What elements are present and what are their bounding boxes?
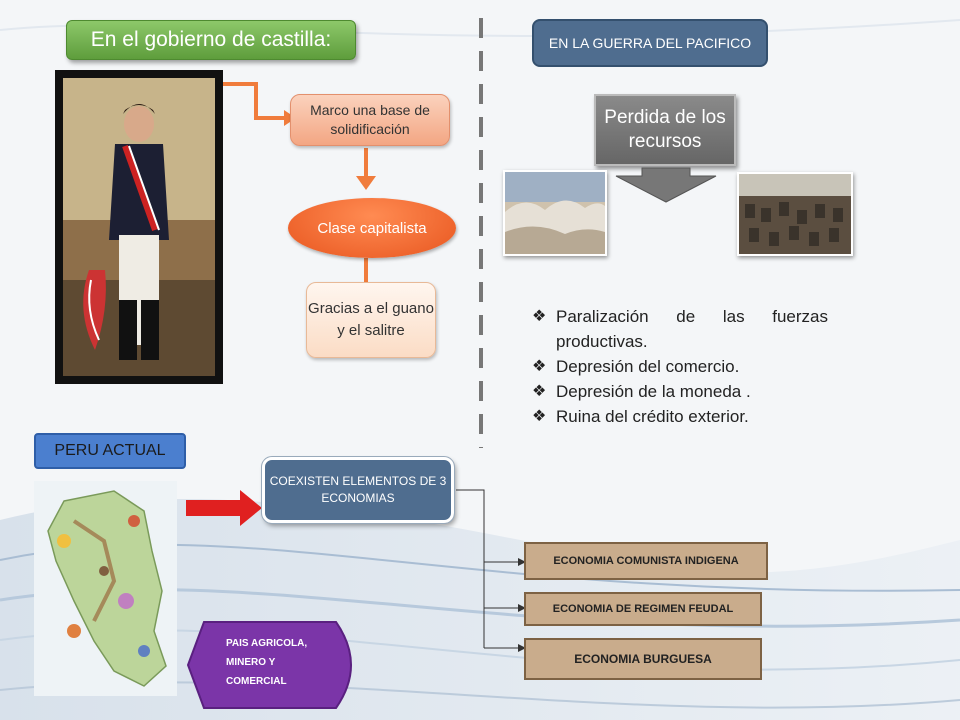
map-drawing <box>34 481 177 696</box>
gracias-node: Gracias a el guano y el salitre <box>306 282 436 358</box>
clase-node-label: Clase capitalista <box>317 219 427 237</box>
gracias-node-label: Gracias a el guano y el salitre <box>308 300 434 339</box>
economia-comunista-node: ECONOMIA COMUNISTA INDIGENA <box>524 542 768 580</box>
coexisten-node-label: COEXISTEN ELEMENTOS DE 3 ECONOMIAS <box>269 474 447 505</box>
perdida-node: Perdida de los recursos <box>594 94 736 166</box>
portrait-image <box>55 70 223 384</box>
list-item: ❖Paralización de las fuerzas productivas… <box>528 304 828 354</box>
clase-capitalista-node: Clase capitalista <box>288 198 456 258</box>
vertical-divider <box>479 18 483 448</box>
section-title-pacifico-label: EN LA GUERRA DEL PACIFICO <box>548 35 752 51</box>
economia-label: ECONOMIA BURGUESA <box>574 652 712 666</box>
economia-feudal-node: ECONOMIA DE REGIMEN FEUDAL <box>524 592 762 626</box>
section-title-castilla: En el gobierno de castilla: <box>66 20 356 60</box>
marco-node-label: Marco una base de solidificación <box>310 102 430 137</box>
list-item: ❖Depresión del comercio. <box>528 354 828 379</box>
peru-actual-label: PERU ACTUAL <box>34 433 186 469</box>
peru-actual-text: PERU ACTUAL <box>54 442 166 459</box>
section-title-pacifico: EN LA GUERRA DEL PACIFICO <box>532 19 768 67</box>
coexisten-node: COEXISTEN ELEMENTOS DE 3 ECONOMIAS <box>261 456 455 524</box>
marco-node: Marco una base de solidificación <box>290 94 450 146</box>
list-item: ❖Ruina del crédito exterior. <box>528 404 828 429</box>
diamond-bullet-icon: ❖ <box>532 408 547 425</box>
section-title-castilla-label: En el gobierno de castilla: <box>90 28 332 51</box>
pais-node: PAIS AGRICOLA, MINERO Y COMERCIAL <box>186 620 368 710</box>
diamond-bullet-icon: ❖ <box>532 358 547 375</box>
portrait-painting <box>63 78 215 376</box>
economia-label: ECONOMIA COMUNISTA INDIGENA <box>553 555 739 567</box>
peru-map-image <box>34 481 177 696</box>
perdida-node-label: Perdida de los recursos <box>604 107 726 152</box>
pais-node-label: PAIS AGRICOLA, MINERO Y COMERCIAL <box>226 638 308 687</box>
economia-burguesa-node: ECONOMIA BURGUESA <box>524 638 762 680</box>
pais-shape <box>186 621 352 709</box>
salitre-photo <box>737 172 853 256</box>
diamond-bullet-icon: ❖ <box>532 383 547 400</box>
guano-photo <box>503 170 607 256</box>
list-item: ❖Depresión de la moneda . <box>528 379 828 404</box>
diamond-bullet-icon: ❖ <box>532 308 547 325</box>
consequences-list: ❖Paralización de las fuerzas productivas… <box>528 304 828 429</box>
economia-label: ECONOMIA DE REGIMEN FEUDAL <box>552 603 734 615</box>
